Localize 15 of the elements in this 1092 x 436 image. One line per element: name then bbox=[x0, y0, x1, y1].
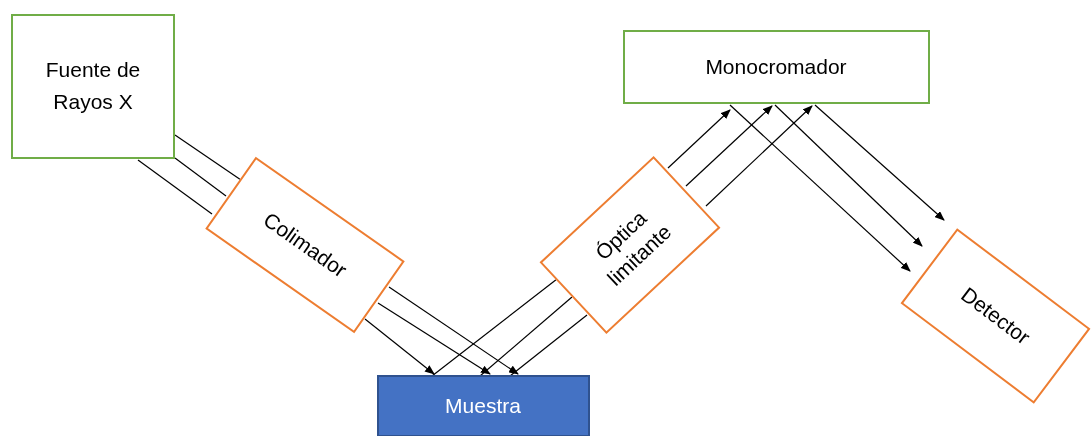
arrow bbox=[377, 302, 491, 375]
arrow bbox=[685, 105, 773, 187]
process-box bbox=[11, 13, 175, 159]
arrow bbox=[388, 286, 519, 375]
arrow bbox=[774, 104, 923, 247]
arrow bbox=[667, 109, 731, 169]
process-box bbox=[376, 375, 590, 436]
box-label: Muestra bbox=[444, 393, 522, 420]
arrow bbox=[729, 104, 911, 272]
box-label: Fuente de Rayos X bbox=[44, 57, 142, 115]
process-box bbox=[622, 30, 930, 104]
arrow bbox=[814, 104, 945, 221]
arrow bbox=[364, 318, 435, 375]
box-label: Monocromador bbox=[704, 54, 848, 81]
arrow bbox=[705, 105, 813, 207]
